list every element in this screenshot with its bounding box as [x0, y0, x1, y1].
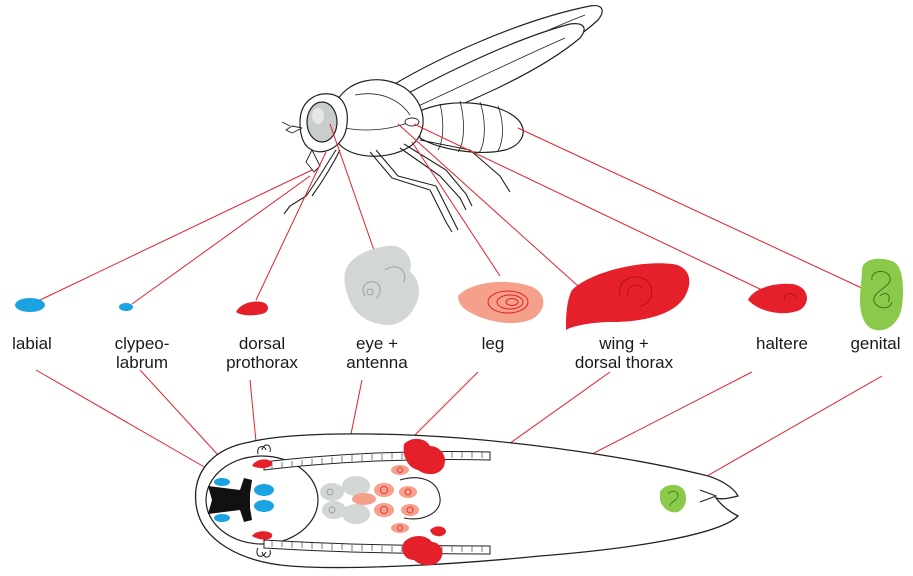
label-clypeolabrum-line1: clypeo-	[102, 334, 182, 353]
label-wing-line2: dorsal thorax	[560, 353, 688, 372]
label-eye-antenna-line1: eye +	[330, 334, 424, 353]
label-wing-dorsal-thorax: wing + dorsal thorax	[560, 334, 688, 372]
label-labial: labial	[0, 334, 64, 353]
label-haltere: haltere	[740, 334, 824, 353]
larva-clypeo-disc-1	[254, 484, 274, 496]
imaginal-disc-shapes	[15, 246, 903, 330]
wing-disc	[566, 263, 689, 330]
larva-labial-disc-2	[214, 514, 230, 522]
larva-clypeo-disc-2	[254, 500, 274, 512]
label-eye-antenna: eye + antenna	[330, 334, 424, 372]
label-leg: leg	[468, 334, 518, 353]
label-labial-line1: labial	[0, 334, 64, 353]
larva-labial-disc-1	[214, 478, 230, 486]
label-genital: genital	[838, 334, 913, 353]
leg-disc	[458, 282, 543, 323]
dorsal-prothorax-disc	[236, 301, 268, 315]
label-wing-line1: wing +	[560, 334, 688, 353]
label-leg-line1: leg	[468, 334, 518, 353]
fly-connector-lines	[36, 124, 866, 304]
clypeolabrum-disc	[119, 303, 133, 311]
label-eye-antenna-line2: antenna	[330, 353, 424, 372]
label-haltere-line1: haltere	[740, 334, 824, 353]
label-clypeolabrum-line2: labrum	[102, 353, 182, 372]
eye-antenna-disc	[344, 246, 418, 325]
fly-abdomen	[418, 103, 523, 153]
haltere-disc	[748, 284, 807, 313]
label-dorsal-prothorax-line1: dorsal	[212, 334, 312, 353]
fly-compound-eye	[307, 102, 337, 142]
adult-fly-illustration	[282, 6, 602, 232]
genital-disc	[860, 259, 903, 331]
label-genital-line1: genital	[838, 334, 913, 353]
larva-illustration	[196, 434, 738, 568]
label-dorsal-prothorax: dorsal prothorax	[212, 334, 312, 372]
labial-disc	[15, 298, 45, 312]
label-dorsal-prothorax-line2: prothorax	[212, 353, 312, 372]
label-clypeolabrum: clypeo- labrum	[102, 334, 182, 372]
